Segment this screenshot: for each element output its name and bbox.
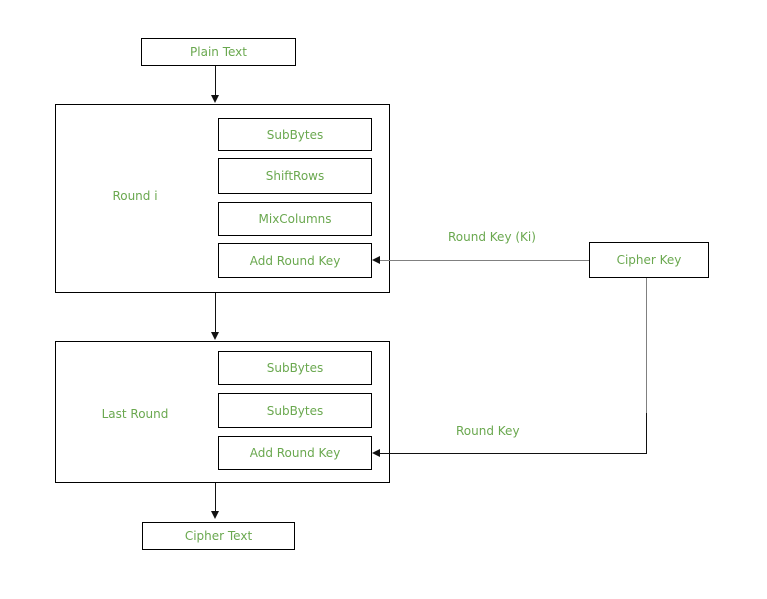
group-last-round-label: Last Round bbox=[101, 407, 169, 421]
arrow-head-left-icon bbox=[372, 449, 380, 457]
connector-to-addroundkey2 bbox=[379, 453, 647, 454]
node-plain-text: Plain Text bbox=[141, 38, 296, 66]
edge-label-round-key-ki: Round Key (Ki) bbox=[448, 230, 536, 244]
node-add-round-key-2-label: Add Round Key bbox=[249, 446, 341, 460]
node-mixcolumns: MixColumns bbox=[218, 202, 372, 236]
group-round-i-label: Round i bbox=[112, 189, 158, 203]
node-subbytes-3-label: SubBytes bbox=[266, 403, 324, 418]
node-subbytes-1-label: SubBytes bbox=[266, 127, 324, 142]
arrow-head-down-icon bbox=[211, 95, 219, 103]
connector-lastround-to-ciphertext bbox=[215, 483, 216, 512]
node-add-round-key-1-label: Add Round Key bbox=[249, 253, 341, 268]
node-shiftrows: ShiftRows bbox=[218, 158, 372, 194]
node-subbytes-3: SubBytes bbox=[218, 393, 372, 428]
arrow-head-down-icon bbox=[211, 511, 219, 519]
node-subbytes-2-label: SubBytes bbox=[266, 361, 324, 375]
node-cipher-key: Cipher Key bbox=[589, 242, 709, 278]
connector-cipherkey-down-black bbox=[646, 413, 647, 454]
node-subbytes-1: SubBytes bbox=[218, 118, 372, 151]
node-subbytes-2: SubBytes bbox=[218, 351, 372, 385]
group-last-round bbox=[55, 341, 390, 483]
arrow-head-down-icon bbox=[211, 332, 219, 340]
connector-cipherkey-down-gray bbox=[646, 278, 647, 413]
node-add-round-key-1: Add Round Key bbox=[218, 243, 372, 278]
node-cipher-text: Cipher Text bbox=[142, 522, 295, 550]
node-add-round-key-2: Add Round Key bbox=[218, 436, 372, 470]
node-mixcolumns-label: MixColumns bbox=[258, 212, 332, 226]
node-cipher-text-label: Cipher Text bbox=[184, 529, 253, 543]
connector-round-to-lastround bbox=[215, 293, 216, 332]
group-round-i bbox=[55, 104, 390, 293]
node-shiftrows-label: ShiftRows bbox=[265, 169, 325, 183]
node-cipher-key-label: Cipher Key bbox=[616, 253, 682, 267]
node-plain-text-label: Plain Text bbox=[190, 45, 247, 59]
edge-label-round-key: Round Key bbox=[456, 424, 520, 438]
connector-cipherkey-to-addroundkey1 bbox=[379, 260, 589, 261]
arrow-head-left-icon bbox=[372, 256, 380, 264]
connector-plaintext-to-round bbox=[215, 66, 216, 95]
